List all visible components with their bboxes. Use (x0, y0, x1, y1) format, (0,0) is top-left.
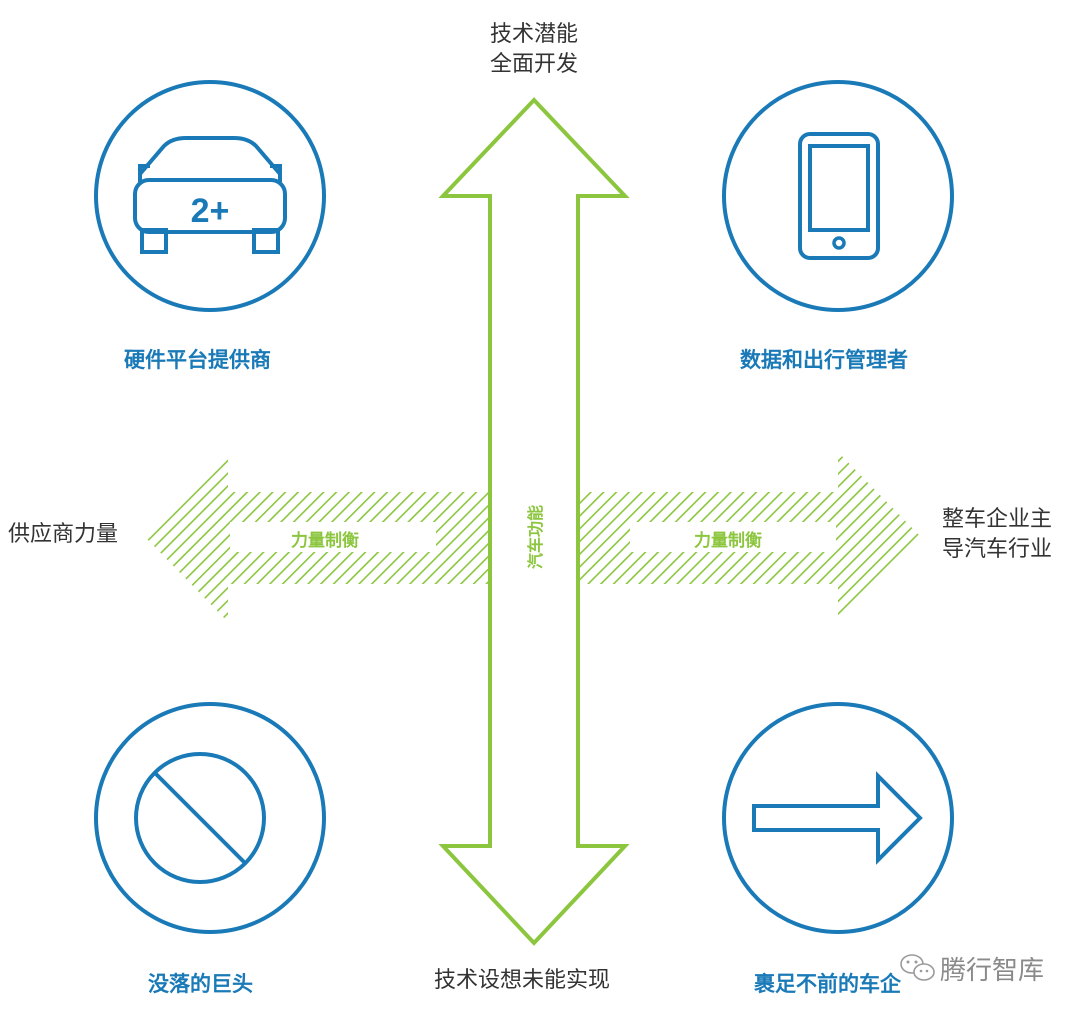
quadrant-label-fallen-giant: 没落的巨头 (148, 972, 253, 996)
car-badge: 2+ (191, 192, 230, 230)
watermark-text: 腾行智库 (940, 956, 1045, 986)
right-axis-label-line1: 整车企业主 (942, 507, 1053, 532)
smartphone-icon (722, 80, 954, 312)
left-arrow (146, 452, 490, 622)
left-arrow-label: 力量制衡 (291, 531, 359, 551)
quadrant-label-hardware: 硬件平台提供商 (124, 348, 271, 372)
top-axis-label: 技术潜能 全面开发 (474, 20, 594, 80)
wechat-icon (900, 954, 935, 981)
right-arrow (578, 452, 922, 622)
top-axis-label-line2: 全面开发 (489, 52, 578, 77)
vertical-arrow-label: 汽车功能 (526, 505, 545, 570)
top-axis-label-line1: 技术潜能 (489, 22, 578, 47)
car-icon: 2+ (94, 80, 326, 312)
vertical-arrow (438, 97, 630, 946)
right-axis-label-line2: 导汽车行业 (942, 537, 1053, 562)
prohibited-icon (94, 702, 326, 934)
quadrant-label-data-mobility: 数据和出行管理者 (740, 348, 908, 372)
right-axis-label: 整车企业主 导汽车行业 (942, 505, 1052, 565)
bottom-axis-label: 技术设想未能实现 (434, 968, 611, 993)
left-axis-label: 供应商力量 (8, 522, 119, 547)
quadrant-label-stagnant-oem: 裹足不前的车企 (754, 972, 901, 996)
right-arrow-icon (722, 702, 954, 934)
right-arrow-label: 力量制衡 (694, 531, 762, 551)
